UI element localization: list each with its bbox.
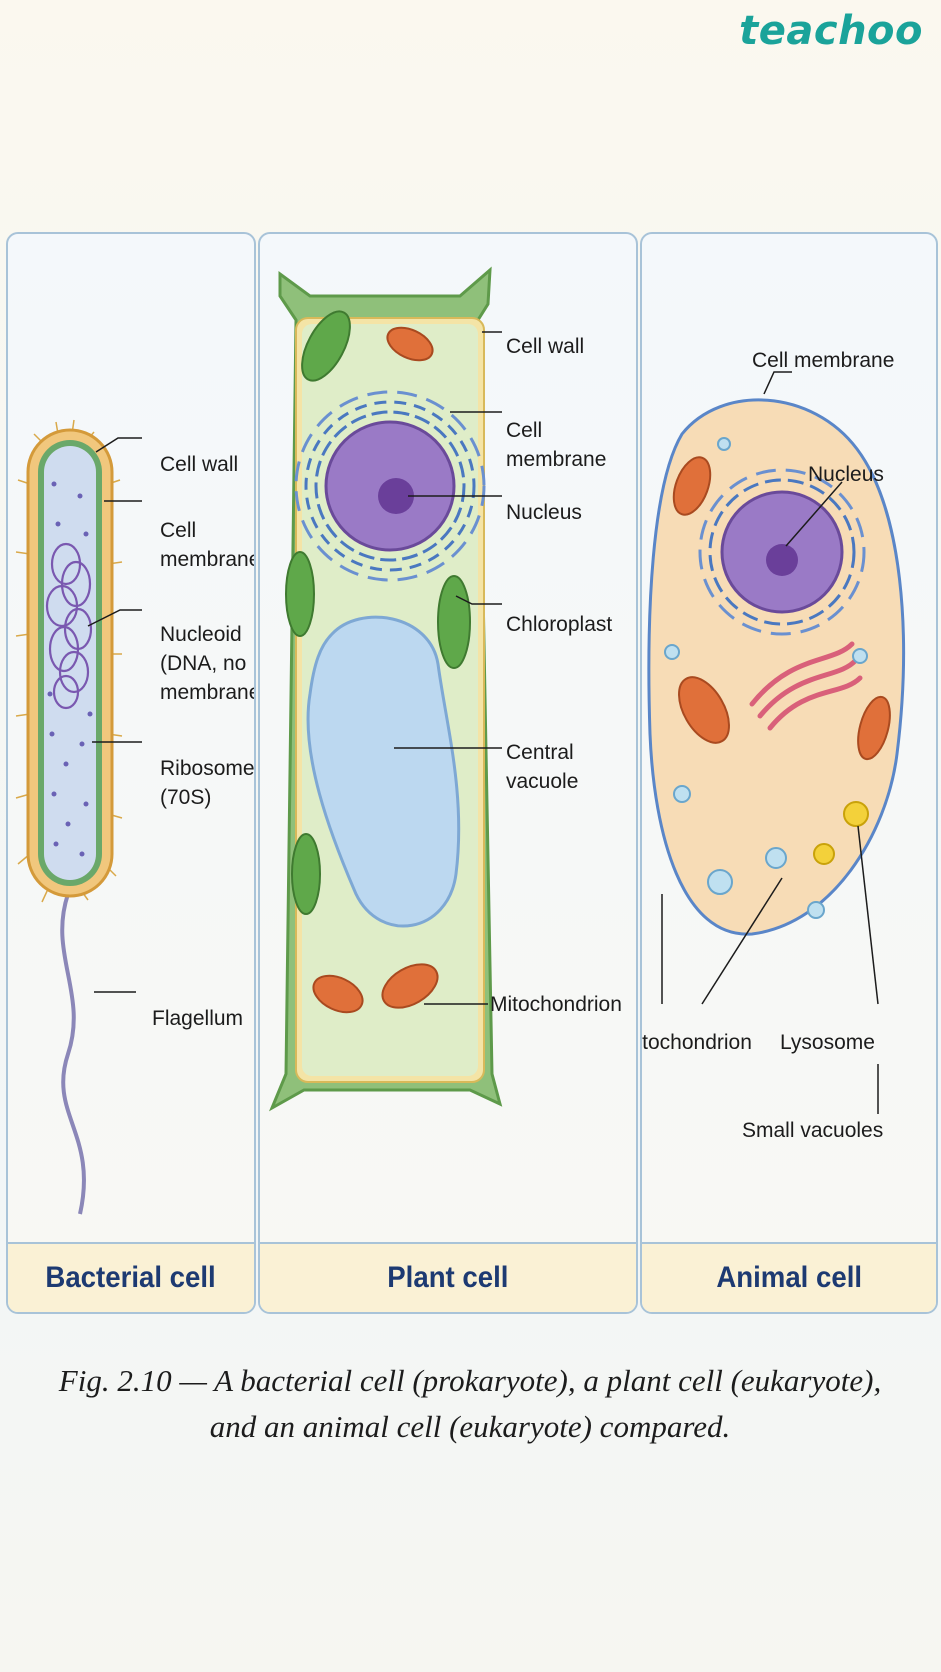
- animal-cell-title-band: Animal cell: [642, 1242, 936, 1312]
- flagellum: [60, 893, 86, 1215]
- nucleoid-dna: [45, 542, 93, 710]
- plant-cell-title-band: Plant cell: [260, 1242, 636, 1312]
- plant-chloroplasts: [285, 310, 471, 915]
- label-bacterial-cell-wall: Cell wall: [160, 453, 239, 476]
- label-plant-cell-membrane: Cell membrane: [506, 419, 607, 471]
- label-bacterial-cell-membrane: Cell membrane: [160, 519, 256, 571]
- bacterial-cytoplasm: [44, 446, 96, 880]
- animal-mitochondria: [672, 456, 891, 761]
- plant-cell-panel: Cell wall Cell membrane Nucleus Chloropl…: [258, 232, 638, 1314]
- label-ribosome: Ribosome (70S): [160, 757, 255, 809]
- plant-cell-title: Plant cell: [387, 1261, 509, 1294]
- plant-cell-illustration: [268, 266, 503, 1112]
- label-flagellum: Flagellum: [152, 1007, 244, 1030]
- label-animal-cell-membrane: Cell membrane: [752, 349, 895, 372]
- plant-endoplasmic-reticulum: [294, 390, 486, 582]
- label-central-vacuole: Central vacuole: [506, 741, 579, 793]
- animal-nucleolus: [766, 544, 798, 576]
- animal-endoplasmic-reticulum: [698, 468, 866, 636]
- bacterial-cell-panel: Cell wall Cell membrane Nucleoid (DNA, n…: [6, 232, 256, 1314]
- small-vacuoles: [664, 437, 868, 919]
- label-lysosome: Lysosome: [780, 1031, 875, 1054]
- animal-cell-panel: Cell membrane Nucleus Mitochondrion Lyso…: [640, 232, 938, 1314]
- bacterial-cell-illustration: [15, 419, 142, 1215]
- label-chloroplast: Chloroplast: [506, 613, 613, 636]
- label-plant-nucleus: Nucleus: [506, 501, 582, 524]
- label-animal-nucleus: Nucleus: [808, 463, 884, 486]
- figure-caption: Fig. 2.10 — A bacterial cell (prokaryote…: [58, 1363, 882, 1444]
- bacterial-cell-title-band: Bacterial cell: [8, 1242, 254, 1312]
- plant-nucleolus: [378, 478, 414, 514]
- label-plant-cell-wall: Cell wall: [506, 335, 585, 358]
- ribosomes: [47, 481, 93, 857]
- golgi-apparatus: [749, 641, 863, 731]
- lysosomes: [813, 801, 869, 865]
- animal-cell-title: Animal cell: [716, 1261, 862, 1294]
- label-animal-mitochondrion: Mitochondrion: [642, 1031, 752, 1054]
- label-small-vacuoles: Small vacuoles: [742, 1119, 884, 1142]
- plant-mitochondria: [312, 326, 439, 1014]
- animal-cell-illustration: [647, 371, 905, 1114]
- label-nucleoid: Nucleoid (DNA, no membrane): [160, 623, 254, 704]
- label-plant-mitochondrion: Mitochondrion: [490, 993, 622, 1016]
- teachoo-logo: teachoo: [739, 8, 923, 54]
- plant-central-vacuole: [306, 615, 461, 928]
- bacterial-cell-title: Bacterial cell: [45, 1261, 217, 1294]
